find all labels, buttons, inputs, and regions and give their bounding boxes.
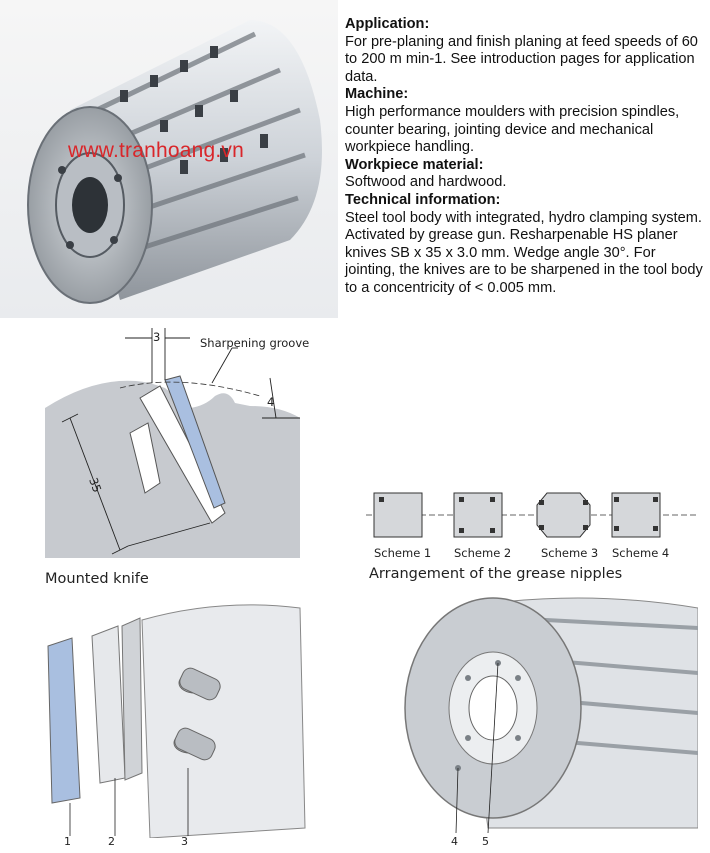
text-technical: Steel tool body with integrated, hydro c… [345,209,703,296]
text-workpiece: Softwood and hardwood. [345,174,507,191]
scheme-2-label: Scheme 2 [454,546,512,560]
heading-workpiece: Workpiece material: [345,156,484,173]
endface-view [398,588,699,838]
dim-side-label: 4 [267,395,275,409]
exploded-drawing [47,604,306,839]
part-4-label: 4 [451,835,458,848]
exploded-view [30,598,330,839]
knife-drawing [45,328,300,558]
text-machine: High performance moulders with precision… [345,103,680,156]
heading-technical: Technical information: [345,191,501,208]
scheme-3-label: Scheme 3 [541,546,599,560]
heading-machine: Machine: [345,86,409,103]
scheme-1-label: Scheme 1 [374,546,432,560]
cutterhead-photo [0,0,338,318]
sharpening-groove-label: Sharpening groove [200,336,310,350]
dim-top-label: 3 [153,330,161,344]
schemes-diagram [366,488,696,548]
watermark[interactable]: www.tranhoang.vn [68,139,244,162]
text-application: For pre-planing and finish planing at fe… [345,33,698,85]
schemes-drawing [366,492,696,538]
part-3-label: 3 [181,835,188,848]
description: Application: For pre-planing and finish … [345,16,707,298]
grease-nipples-caption: Arrangement of the grease nipples [369,566,623,582]
knife-diagram: 3 Sharpening groove 4 35 [0,318,340,563]
part-2-label: 2 [108,835,115,848]
part-1-label: 1 [64,835,71,848]
heading-application: Application: [345,16,430,32]
endface-drawing [404,597,699,834]
part-5-label: 5 [482,835,489,848]
cutterhead-illustration [27,20,322,304]
scheme-4-label: Scheme 4 [612,546,670,560]
mounted-knife-caption: Mounted knife [45,571,149,587]
